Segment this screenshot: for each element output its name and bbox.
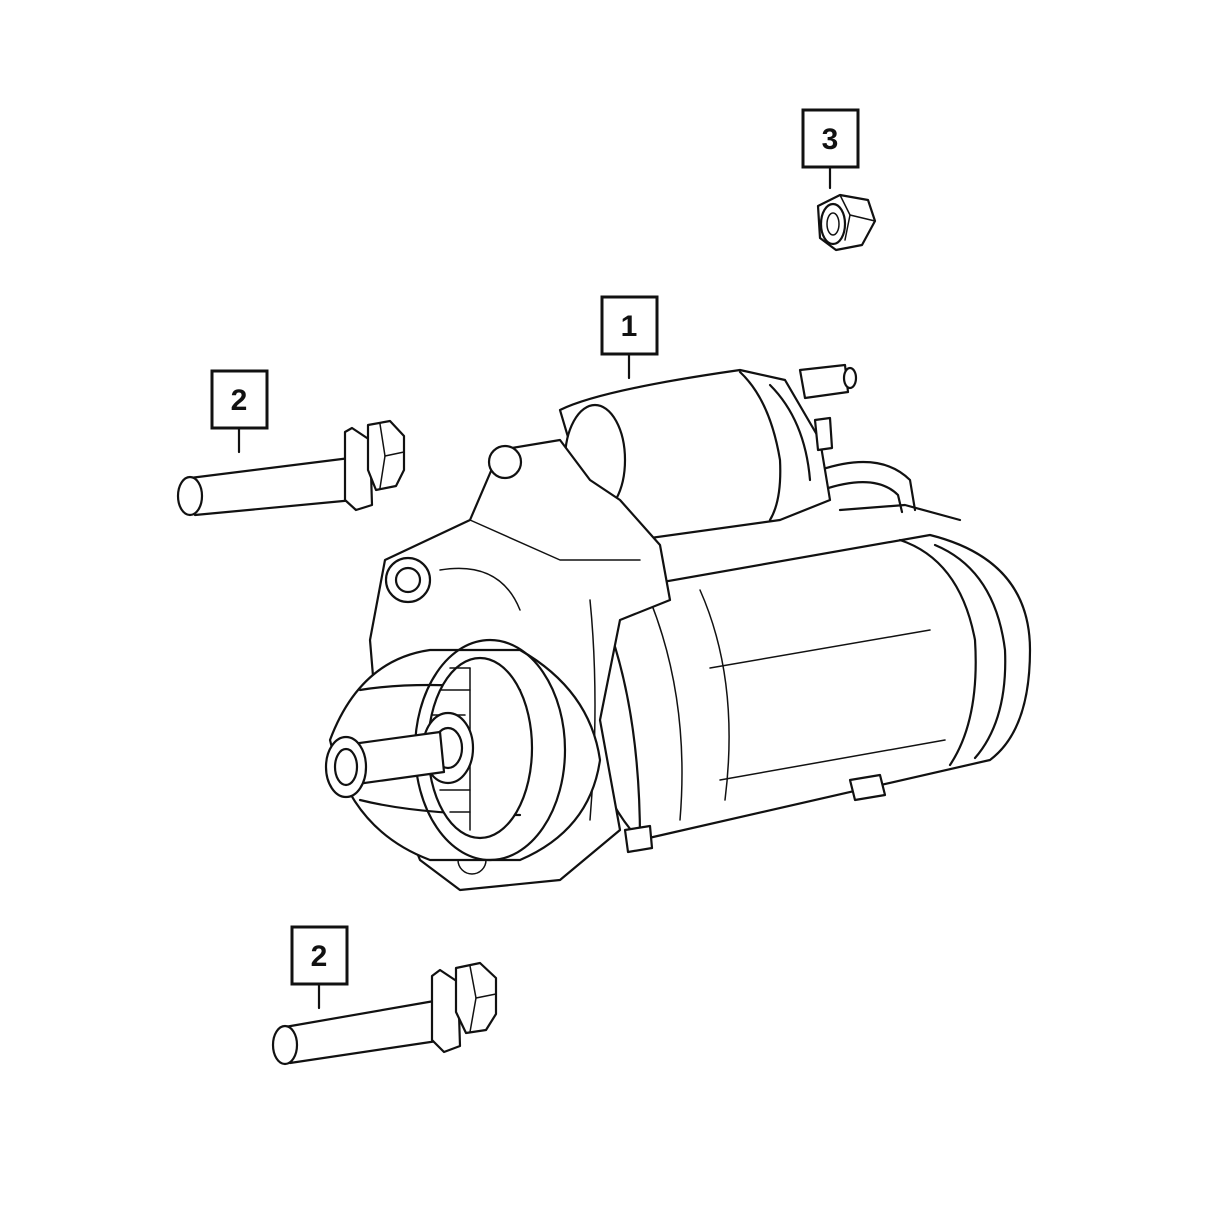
mounting-bolt-upper <box>176 419 406 517</box>
starter-motor-assembly <box>324 363 1032 892</box>
callout-2-upper-label: 2 <box>231 384 248 417</box>
callout-2-bolt-lower[interactable]: 2 <box>290 925 349 1010</box>
callout-1-starter[interactable]: 1 <box>600 295 659 380</box>
callout-1-label: 1 <box>621 310 638 343</box>
callout-3-label: 3 <box>822 123 839 156</box>
mounting-bolt-lower <box>271 961 498 1066</box>
callout-2-bolt-upper[interactable]: 2 <box>210 369 269 454</box>
callout-2-lower-label: 2 <box>311 940 328 973</box>
flange-nut <box>816 193 877 252</box>
callout-3-nut[interactable]: 3 <box>801 108 860 190</box>
